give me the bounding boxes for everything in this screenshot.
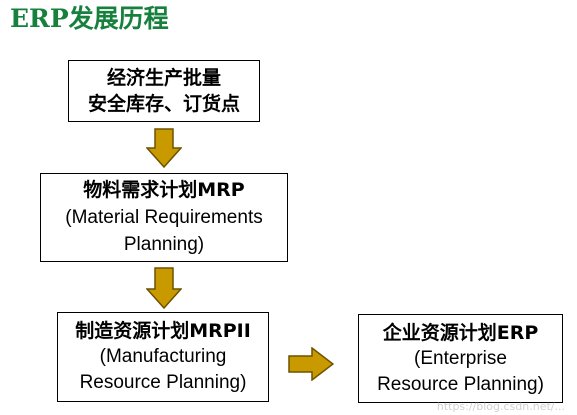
down-arrow-icon — [146, 267, 182, 309]
stage-3-line-2: (Manufacturing — [99, 346, 227, 367]
stage-box-mrpii: 制造资源计划MRPII (Manufacturing Resource Plan… — [57, 312, 269, 402]
stage-4-line-2: (Enterprise — [414, 347, 507, 369]
stage-2-line-1: 物料需求计划MRP — [83, 179, 245, 201]
stage-3-line-1: 制造资源计划MRPII — [75, 320, 251, 342]
stage-4-line-3: Resource Planning) — [377, 373, 544, 395]
watermark-text: https://blog.csdn.net/... — [436, 400, 565, 413]
stage-box-economic-batch: 经济生产批量 安全库存、订货点 — [68, 60, 260, 122]
page-title: ERP发展历程 — [10, 4, 169, 33]
stage-box-erp: 企业资源计划ERP (Enterprise Resource Planning) — [358, 314, 563, 403]
stage-2-line-3: Planning) — [123, 234, 205, 255]
stage-1-line-2: 安全库存、订货点 — [87, 93, 240, 115]
stage-2-line-2: (Material Requirements — [65, 207, 263, 228]
down-arrow-icon — [146, 128, 182, 168]
right-arrow-icon — [288, 347, 334, 381]
stage-3-line-3: Resource Planning) — [79, 372, 247, 393]
stage-box-mrp: 物料需求计划MRP (Material Requirements Plannin… — [40, 173, 288, 262]
stage-4-line-1: 企业资源计划ERP — [382, 321, 539, 344]
stage-1-line-1: 经济生产批量 — [106, 67, 221, 89]
